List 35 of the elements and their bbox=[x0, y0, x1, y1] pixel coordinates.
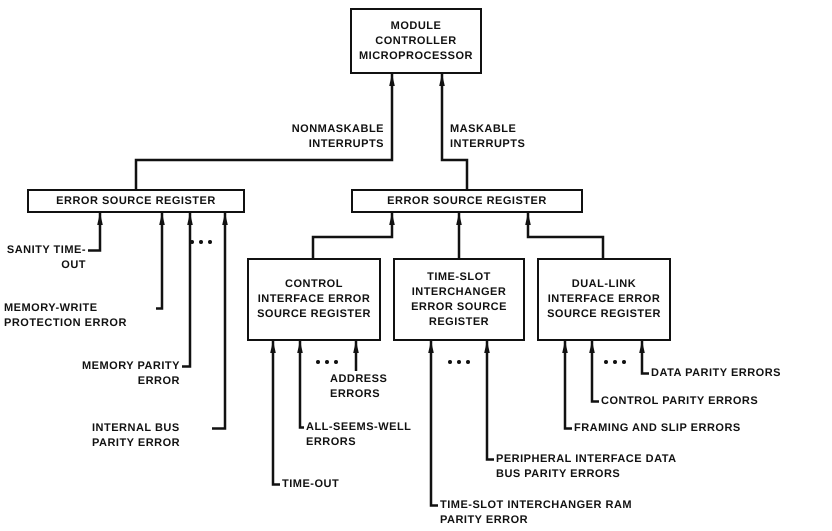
error-source-label: DATA PARITY ERRORS bbox=[651, 366, 826, 381]
error-source-label: TIME-SLOT INTERCHANGER RAM PARITY ERROR bbox=[440, 498, 640, 528]
error-source-label: MEMORY-WRITE PROTECTION ERROR bbox=[4, 301, 154, 331]
arrow bbox=[270, 340, 280, 486]
register-box: CONTROL INTERFACE ERROR SOURCE REGISTER bbox=[247, 258, 381, 341]
arrow bbox=[212, 212, 228, 430]
arrow bbox=[156, 212, 165, 310]
arrow bbox=[428, 340, 438, 507]
arrow bbox=[484, 340, 494, 461]
error-source-label: FRAMING AND SLIP ERRORS bbox=[574, 421, 789, 436]
arrow bbox=[134, 73, 395, 189]
arrow bbox=[182, 212, 193, 368]
error-source-label: SANITY TIME-OUT bbox=[4, 243, 86, 273]
arrow bbox=[312, 212, 395, 258]
arrow bbox=[297, 340, 304, 429]
arrow bbox=[456, 212, 462, 258]
arrow bbox=[353, 340, 359, 371]
arrow bbox=[88, 212, 103, 252]
arrow bbox=[525, 212, 604, 258]
error-source-label: ADDRESS ERRORS bbox=[330, 372, 408, 402]
register-box: ERROR SOURCE REGISTER bbox=[351, 189, 583, 213]
error-source-label: ALL-SEEMS-WELL ERRORS bbox=[306, 420, 416, 450]
arrow bbox=[562, 340, 572, 430]
register-box: TIME-SLOT INTERCHANGER ERROR SOURCE REGISTER bbox=[393, 258, 525, 341]
arrow bbox=[439, 73, 468, 189]
error-source-label: TIME-OUT bbox=[282, 477, 362, 492]
error-source-label: PERIPHERAL INTERFACE DATA BUS PARITY ERRORS bbox=[496, 452, 701, 482]
error-source-label: MEMORY PARITY ERROR bbox=[50, 359, 180, 389]
register-box: DUAL-LINK INTERFACE ERROR SOURCE REGISTER bbox=[537, 258, 671, 341]
register-box: MODULE CONTROLLER MICROPROCESSOR bbox=[350, 8, 482, 74]
arrow bbox=[639, 340, 649, 375]
arrow bbox=[589, 340, 599, 403]
error-source-label: CONTROL PARITY ERRORS bbox=[601, 394, 811, 409]
error-source-label: INTERNAL BUS PARITY ERROR bbox=[92, 421, 210, 451]
register-box: ERROR SOURCE REGISTER bbox=[27, 189, 245, 213]
